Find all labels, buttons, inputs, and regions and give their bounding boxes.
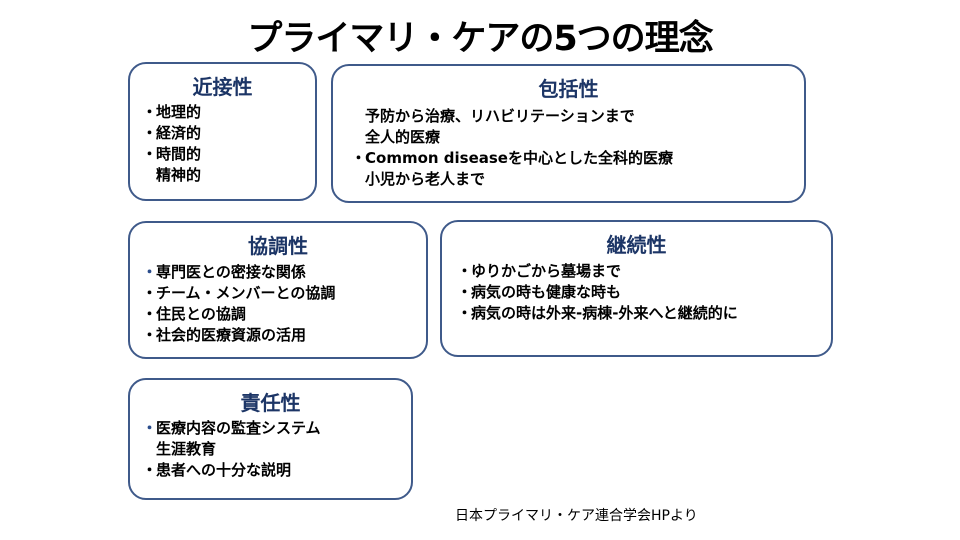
list-item: ・病気の時も健康な時も — [457, 283, 622, 301]
list-item: ・住民との協調 — [142, 305, 246, 323]
list-item: ・経済的 — [142, 124, 202, 142]
list-item: 小児から老人まで — [365, 170, 486, 188]
slide-title: プライマリ・ケアの5つの理念 — [247, 19, 713, 59]
box-heading: 包括性 — [538, 77, 599, 101]
list-item: ・専門医との密接な関係 — [142, 263, 306, 281]
source-citation: 日本プライマリ・ケア連合学会HPより — [455, 508, 698, 524]
list-item: ・Common diseaseを中心とした全科的医療 — [351, 149, 673, 167]
box-heading: 責任性 — [240, 391, 301, 415]
principle-box-accessibility: 近接性 ・地理的 ・経済的 ・時間的 精神的 — [128, 62, 317, 201]
list-item: ・チーム・メンバーとの協調 — [142, 284, 336, 302]
list-item: ・社会的医療資源の活用 — [142, 326, 307, 344]
principle-box-coordination: 協調性 ・専門医との密接な関係 ・チーム・メンバーとの協調 ・住民との協調 ・社… — [128, 221, 428, 359]
principle-box-continuity: 継続性 ・ゆりかごから墓場まで ・病気の時も健康な時も ・病気の時は外来-病棟-… — [440, 220, 833, 357]
list-item: ・医療内容の監査システム — [142, 419, 321, 437]
list-item: 精神的 — [156, 166, 202, 184]
box-heading: 協調性 — [248, 234, 308, 258]
list-item: ・地理的 — [142, 103, 202, 121]
list-item: ・ゆりかごから墓場まで — [457, 262, 622, 280]
list-item: ・時間的 — [142, 145, 202, 163]
list-item: ・患者への十分な説明 — [142, 461, 292, 479]
principle-box-accountability: 責任性 ・医療内容の監査システム 生涯教育 ・患者への十分な説明 — [128, 378, 413, 500]
list-item: 全人的医療 — [365, 128, 441, 146]
principle-box-comprehensiveness: 包括性 予防から治療、リハビリテーションまで 全人的医療 ・Common dis… — [331, 64, 806, 203]
box-heading: 近接性 — [192, 75, 253, 99]
list-item: 生涯教育 — [156, 440, 217, 458]
list-item: ・病気の時は外来-病棟-外来へと継続的に — [457, 304, 738, 322]
box-heading: 継続性 — [606, 233, 667, 257]
list-item: 予防から治療、リハビリテーションまで — [365, 107, 635, 125]
